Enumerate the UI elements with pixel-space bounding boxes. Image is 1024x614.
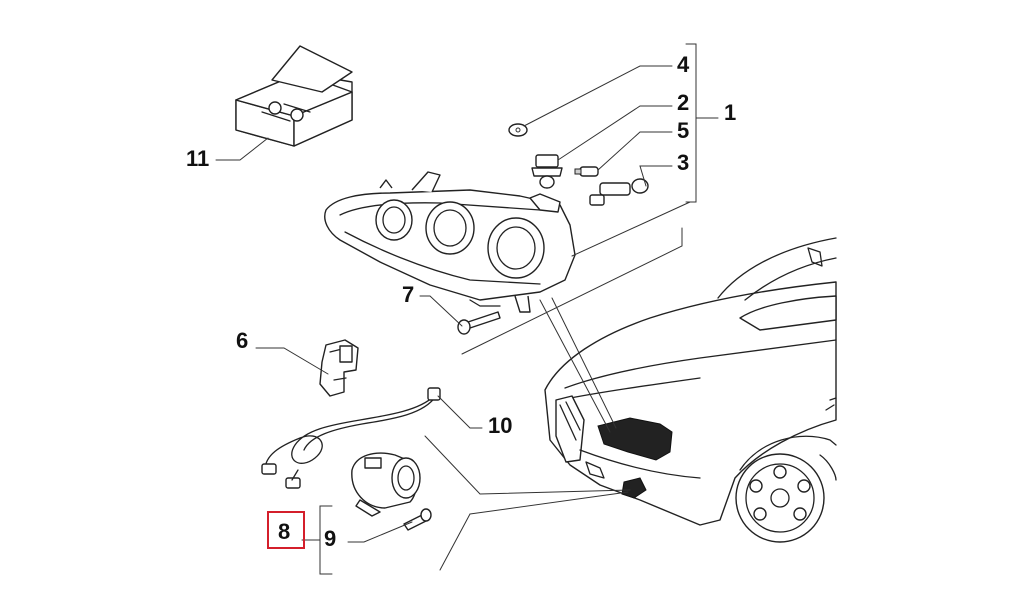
callout-2[interactable]: 2 [677,90,689,115]
callout-5[interactable]: 5 [677,118,689,143]
leader-lines [215,43,719,575]
bolt-drawing [457,311,501,335]
callout-1[interactable]: 1 [724,100,736,125]
callout-9[interactable]: 9 [324,526,336,551]
callout-10[interactable]: 10 [488,413,512,438]
callout-11[interactable]: 11 [186,146,209,171]
callout-6[interactable]: 6 [236,328,248,353]
fog-lamp-drawing [351,452,421,517]
callout-3[interactable]: 3 [677,150,689,175]
screw-drawing [403,508,432,531]
bulb-parts-drawing [508,123,649,206]
callout-7[interactable]: 7 [402,282,414,307]
bulb-kit-box-drawing [235,45,353,147]
callout-8[interactable]: 8 [278,519,290,544]
car-front-drawing [544,237,837,543]
bracket-drawing [319,339,359,397]
highlight-box [267,511,305,549]
callout-4[interactable]: 4 [677,52,690,77]
wiring-harness-drawing [261,387,441,489]
headlight-unit-drawing [324,171,576,313]
